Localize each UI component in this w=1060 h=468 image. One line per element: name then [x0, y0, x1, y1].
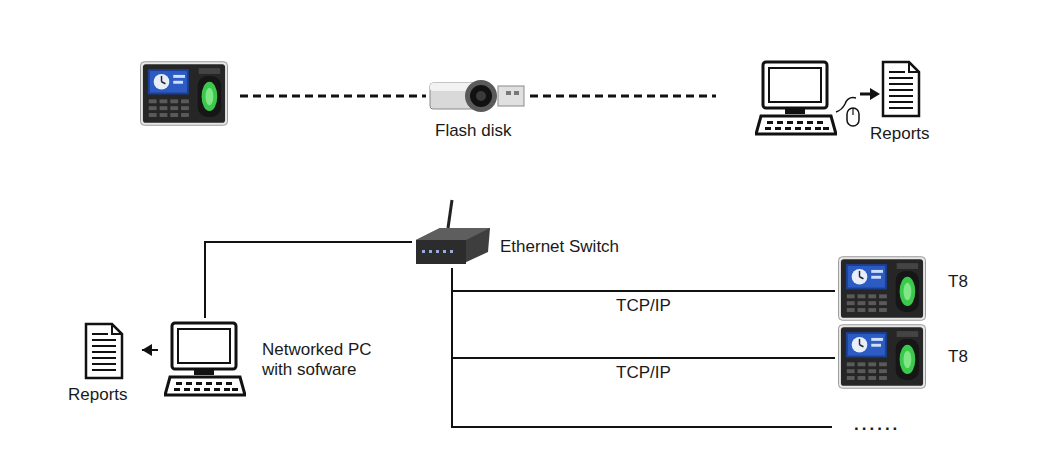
network-link: [452, 268, 835, 291]
report-icon: [86, 324, 122, 378]
link-label: TCP/IP: [616, 296, 671, 316]
report-icon: [883, 62, 919, 116]
network-link: [452, 268, 835, 358]
device-caption: Reports: [68, 385, 148, 405]
pc-node: Networked PC with sofware: [160, 318, 374, 402]
device-caption: Networked PC with sofware: [262, 340, 374, 380]
device-caption: Ethernet Switch: [500, 237, 640, 257]
output-arrow: [860, 88, 880, 100]
dashed-link: [530, 95, 716, 98]
flash-disk-node: Flash disk: [425, 76, 529, 143]
switch-node: Ethernet Switch: [412, 222, 627, 268]
computer-icon: [756, 62, 836, 134]
network-trunk: [451, 358, 453, 428]
device-caption: T8: [948, 347, 978, 367]
dashed-link: [240, 95, 426, 98]
arrow-head: [142, 344, 152, 356]
ethernet-switch-icon: [416, 200, 490, 264]
reports-node: Reports: [866, 58, 942, 146]
link-label: TCP/IP: [616, 363, 671, 383]
continuation-mark: ......: [854, 415, 900, 435]
attendance-terminal: [838, 325, 925, 389]
attendance-terminal: [838, 257, 925, 321]
terminal-node: T8: [835, 255, 975, 327]
computer-icon: [165, 323, 245, 395]
network-link: [451, 426, 832, 428]
device-caption: Flash disk: [435, 121, 535, 141]
terminal-node: T8: [835, 322, 975, 394]
attendance-terminal: [140, 62, 227, 126]
device-caption: Reports: [870, 124, 950, 144]
network-link: [205, 242, 412, 318]
reports-node: Reports: [62, 318, 140, 410]
flash-disk-icon: [430, 80, 524, 112]
mouse-icon: [836, 98, 859, 126]
device-caption: T8: [948, 272, 978, 292]
